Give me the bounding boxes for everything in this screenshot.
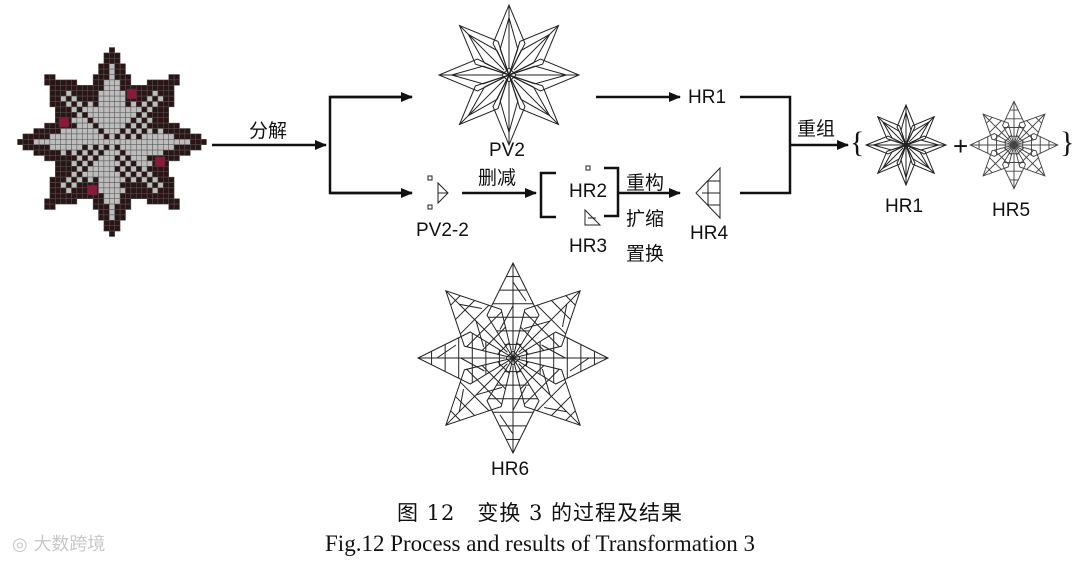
label-expand: 扩缩 (626, 208, 665, 230)
label-hr2: HR2 (569, 181, 608, 202)
label-hr1-result: HR1 (885, 196, 924, 217)
hr4-shape (695, 166, 721, 220)
label-replace: 置换 (626, 243, 665, 265)
hr3-shape (584, 208, 602, 226)
left-bracket-hr2hr3 (539, 171, 556, 219)
label-hr5: HR5 (992, 200, 1031, 221)
plus-sign: + (953, 131, 969, 161)
caption-chinese: 图 12 变换 3 的过程及结果 (396, 501, 684, 525)
original-star-pattern (17, 47, 207, 237)
label-decompose: 分解 (249, 120, 288, 142)
split-bracket (328, 95, 412, 195)
label-hr6: HR6 (491, 459, 530, 480)
watermark-logo: ◎ 大数跨境 (12, 534, 106, 555)
pv2-outline-star (437, 3, 581, 147)
label-recombine: 重组 (797, 118, 836, 140)
result-hr1-star (864, 103, 948, 187)
label-hr4: HR4 (690, 223, 729, 244)
result-hr5-star (969, 100, 1059, 190)
label-delete: 删减 (478, 167, 517, 189)
label-hr3: HR3 (569, 236, 608, 257)
pv2-2-fragment (427, 175, 449, 210)
label-hr1-top: HR1 (688, 87, 727, 108)
brace-open: { (850, 126, 865, 159)
hr2-shape (585, 165, 591, 171)
label-pv2-2: PV2-2 (416, 220, 469, 241)
caption-english: Fig.12 Process and results of Transforma… (325, 531, 755, 556)
label-pv2: PV2 (489, 140, 525, 161)
flow-arrows (212, 92, 849, 219)
hr6-star (416, 261, 610, 455)
label-reconstruct: 重构 (626, 172, 665, 194)
merge-bracket (740, 95, 792, 195)
watermark-text: 大数跨境 (33, 534, 106, 555)
brace-close: } (1060, 126, 1075, 159)
